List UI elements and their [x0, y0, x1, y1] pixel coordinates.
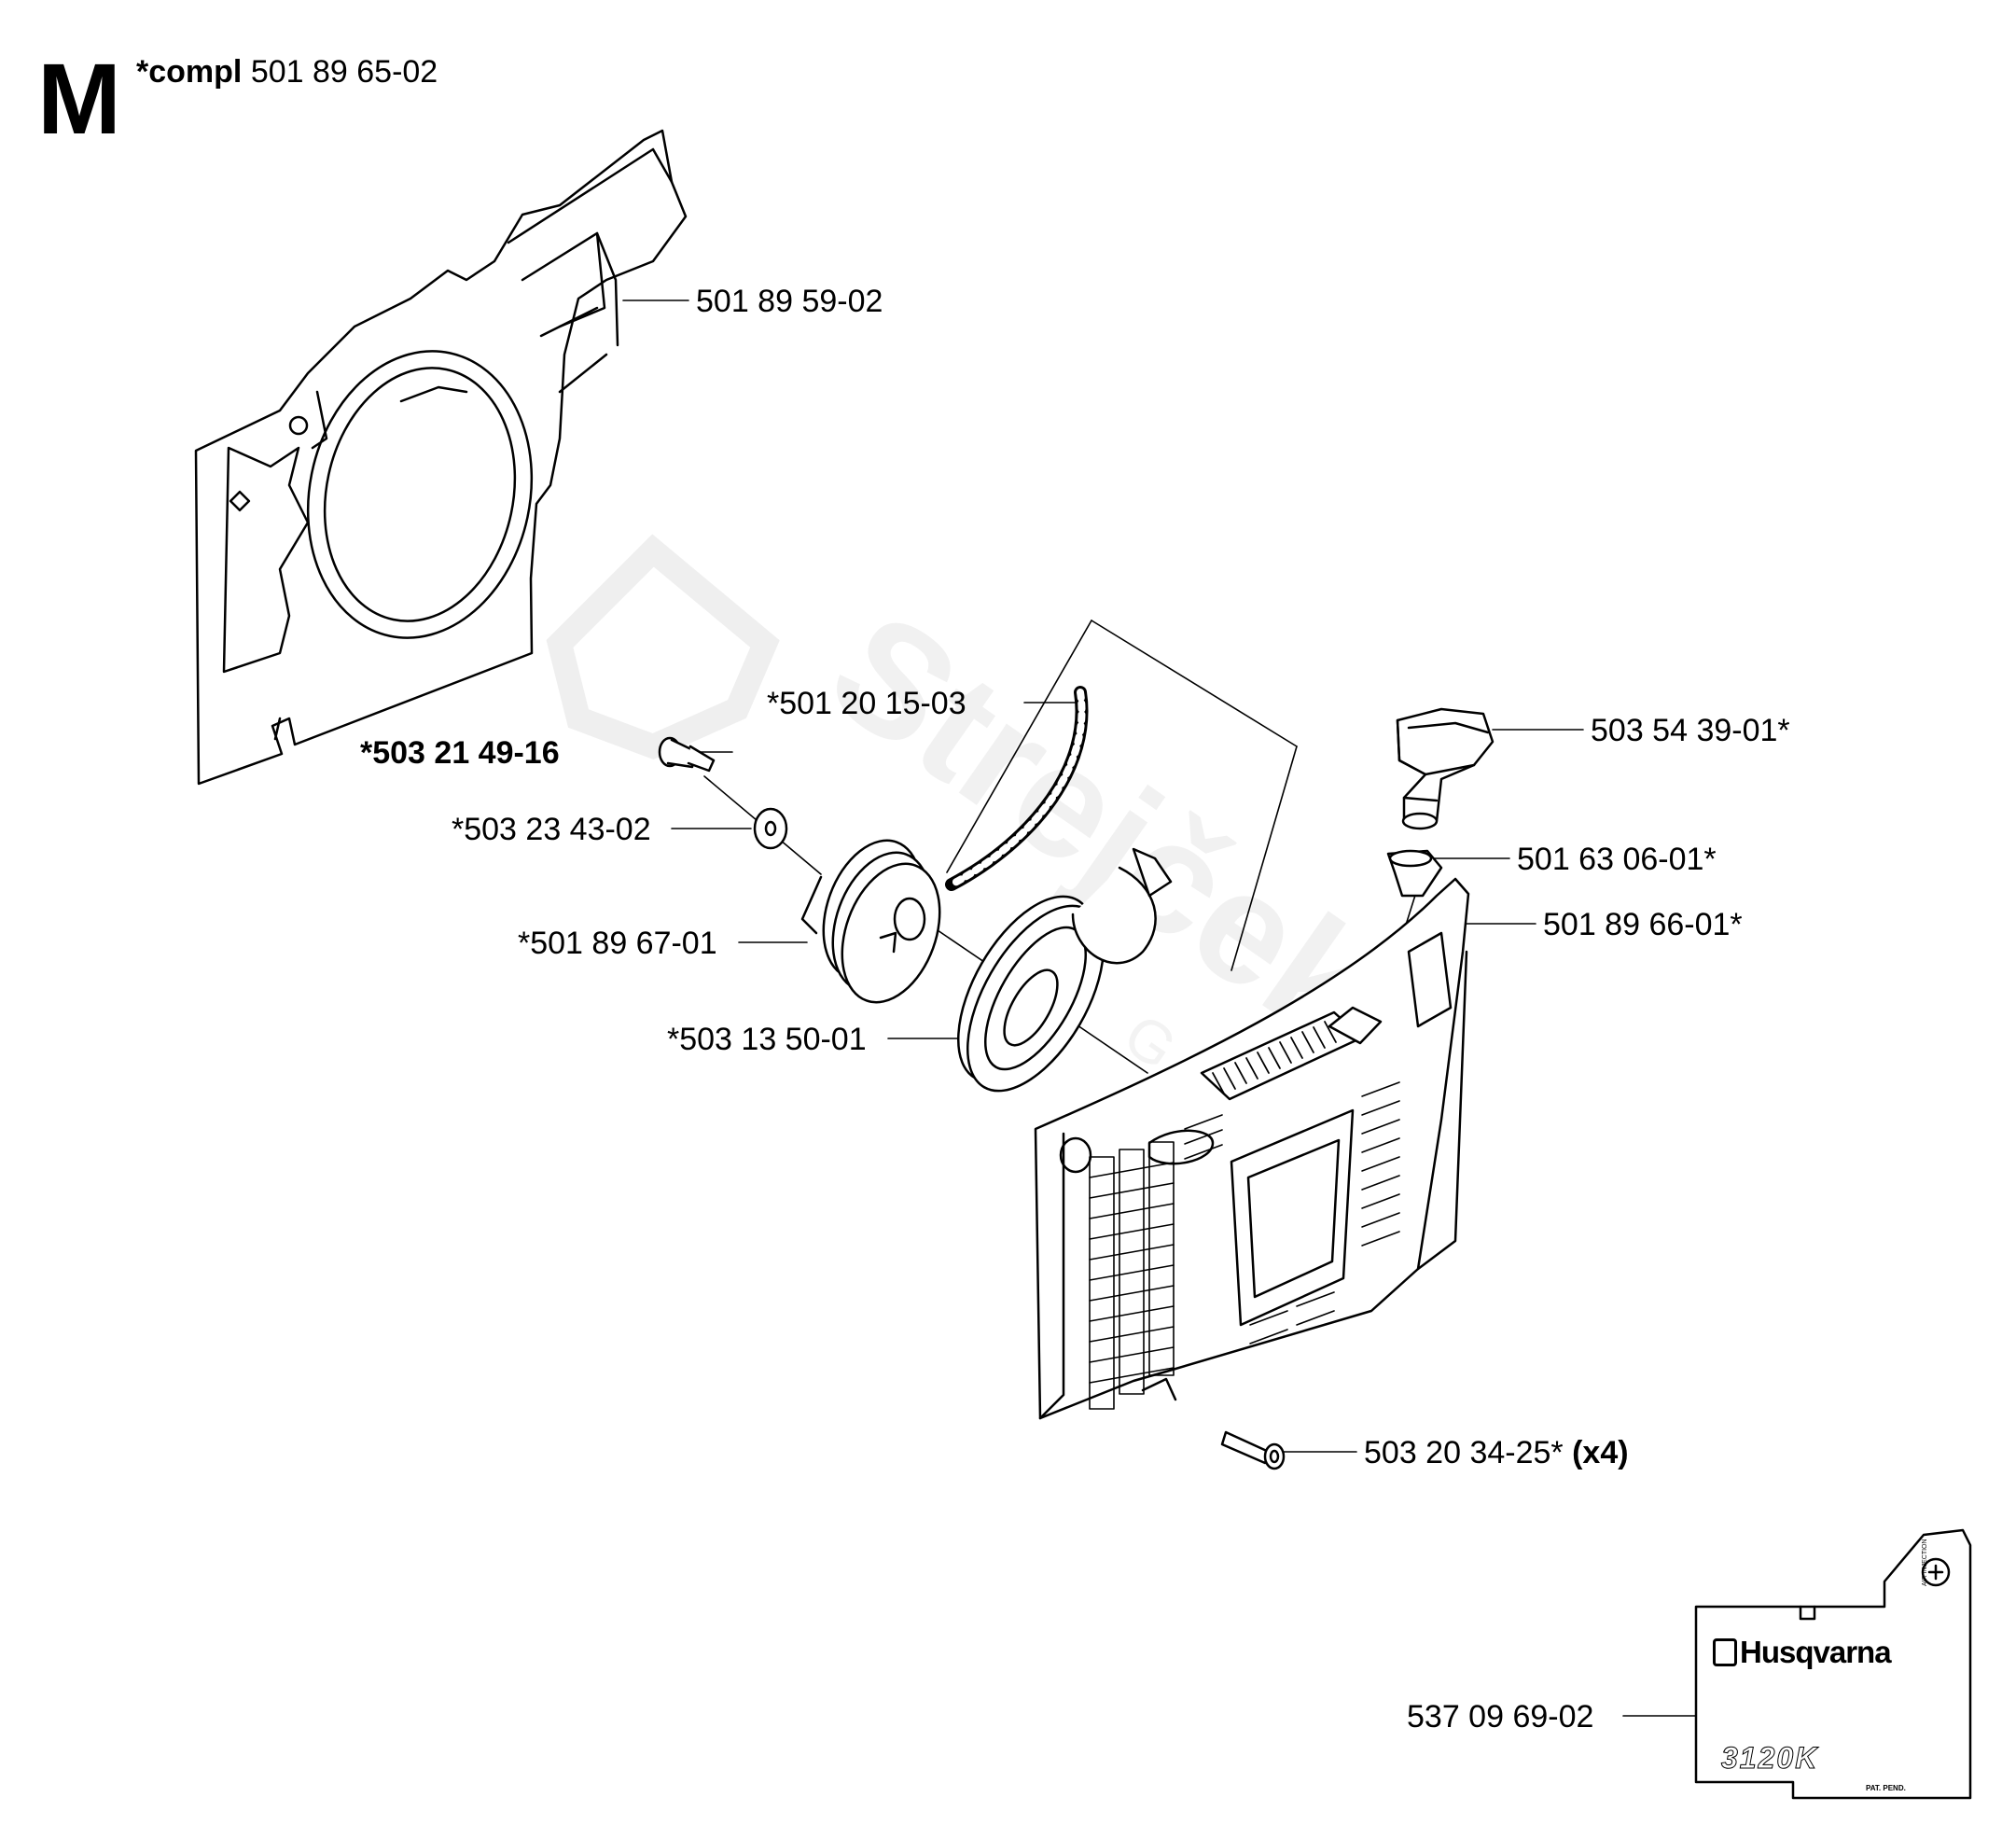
husqvarna-crown-icon	[1713, 1638, 1737, 1666]
part-label-recoil-spring: *503 13 50-01	[667, 1022, 867, 1057]
starter-housing-part	[194, 129, 688, 786]
part-label-starter-housing: 501 89 59-02	[696, 284, 883, 319]
cover-screw-qty: (x4)	[1572, 1435, 1629, 1470]
decal-model: 3120K	[1720, 1741, 1819, 1776]
part-label-washer: *503 23 43-02	[452, 812, 651, 847]
part-label-screw: *503 21 49-16	[360, 735, 560, 771]
part-label-starter-rope: *501 20 15-03	[767, 686, 966, 721]
complete-assembly-label: *compl 501 89 65-02	[136, 56, 438, 88]
starter-handle-part	[1396, 707, 1495, 830]
recoil-spring-part	[956, 847, 1173, 1093]
washer-part	[753, 807, 788, 850]
part-label-cover-screw: 503 20 34-25* (x4)	[1364, 1437, 1629, 1469]
decal-side-text: AIR INJECTION	[1922, 1539, 1928, 1586]
section-letter: M	[37, 42, 121, 155]
rope-pulley-part	[800, 839, 941, 1004]
screw-part	[658, 736, 716, 773]
cover-screw-number: 503 20 34-25*	[1364, 1435, 1564, 1470]
decal-brand: Husqvarna	[1740, 1635, 1892, 1669]
cover-screw-part	[1220, 1430, 1286, 1470]
rope-guide-part	[1386, 849, 1443, 898]
starter-rope-part	[945, 686, 1089, 891]
part-label-starter-cover: 501 89 66-01*	[1543, 907, 1743, 942]
part-label-starter-handle: 503 54 39-01*	[1591, 713, 1790, 748]
compl-number: 501 89 65-02	[250, 54, 438, 90]
part-label-rope-guide: 501 63 06-01*	[1517, 842, 1717, 877]
decal-small-text: PAT. PEND.	[1866, 1784, 1906, 1792]
compl-prefix: *compl	[136, 54, 243, 90]
starter-cover-part	[1034, 877, 1470, 1420]
part-label-rope-pulley: *501 89 67-01	[518, 926, 717, 961]
part-label-decal: 537 09 69-02	[1407, 1699, 1594, 1735]
decal-brand-logo: Husqvarna	[1713, 1635, 1892, 1670]
decal-part	[1694, 1528, 1972, 1800]
